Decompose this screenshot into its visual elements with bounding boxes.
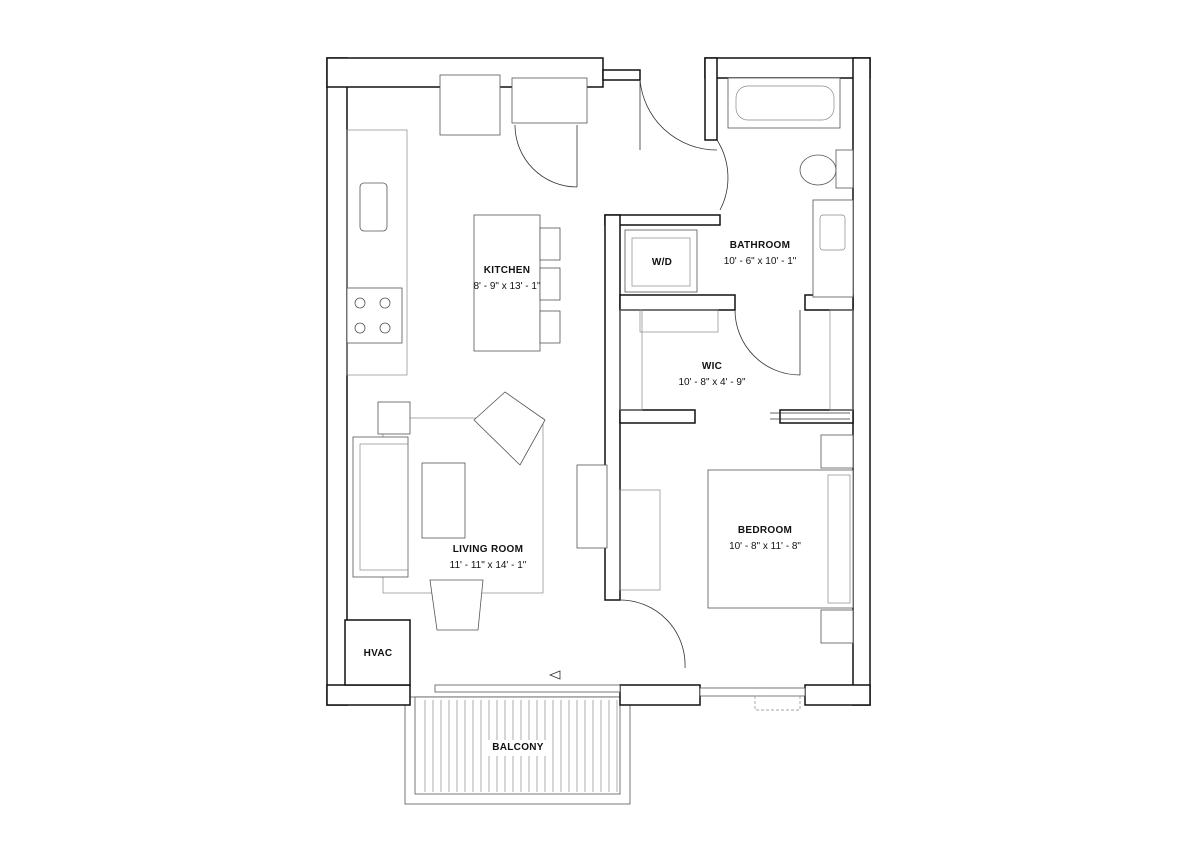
vanity [812,199,854,298]
arrow-icon [548,670,561,680]
room-dims: 11' - 11" x 14' - 1" [449,560,527,571]
coffee-table [421,462,466,539]
room-label-balcony: BALCONY [488,740,548,756]
washer-dryer [624,229,698,293]
kitchen-fixtures [346,74,588,376]
room-label-wic: WIC 10' - 8" x 4' - 9" [678,359,745,391]
armchair [429,579,484,631]
room-name: HVAC [363,648,393,659]
room-label-living: LIVING ROOM 11' - 11" x 14' - 1" [450,542,527,574]
room-name: KITCHEN [483,265,531,276]
room-name: BATHROOM [729,240,791,251]
tv-console [576,464,608,549]
kitchen-island [473,214,541,352]
living-fixtures [352,391,608,631]
room-dims: 8' - 9" x 13' - 1" [473,281,541,292]
room-name: BALCONY [492,742,544,753]
room-label-bedroom: BEDROOM 10' - 8" x 11' - 8" [729,523,801,555]
room-name: LIVING ROOM [452,544,524,555]
bedroom-fixtures [619,309,854,644]
room-label-hvac: HVAC [364,646,393,662]
room-name: BEDROOM [737,525,793,536]
sofa [352,436,409,578]
room-dims: 10' - 6" x 10' - 1" [723,256,797,267]
doors [514,79,850,669]
room-dims: 10' - 8" x 4' - 9" [678,377,746,388]
walls [326,57,871,711]
room-dims: 10' - 8" x 11' - 8" [729,541,801,552]
bed [707,469,854,609]
room-label-wd: W/D [652,255,672,271]
bathroom-fixtures [624,77,854,298]
armchair [473,391,546,466]
room-name: WIC [701,361,723,372]
room-name: W/D [651,257,673,268]
stove [346,287,403,344]
room-label-bathroom: BATHROOM 10' - 6" x 10' - 1" [724,238,797,270]
bathtub [727,77,841,129]
balcony [404,696,631,805]
kitchen-sink [359,182,388,232]
toilet [799,154,837,186]
room-label-kitchen: KITCHEN 8' - 9" x 13' - 1" [473,263,540,295]
